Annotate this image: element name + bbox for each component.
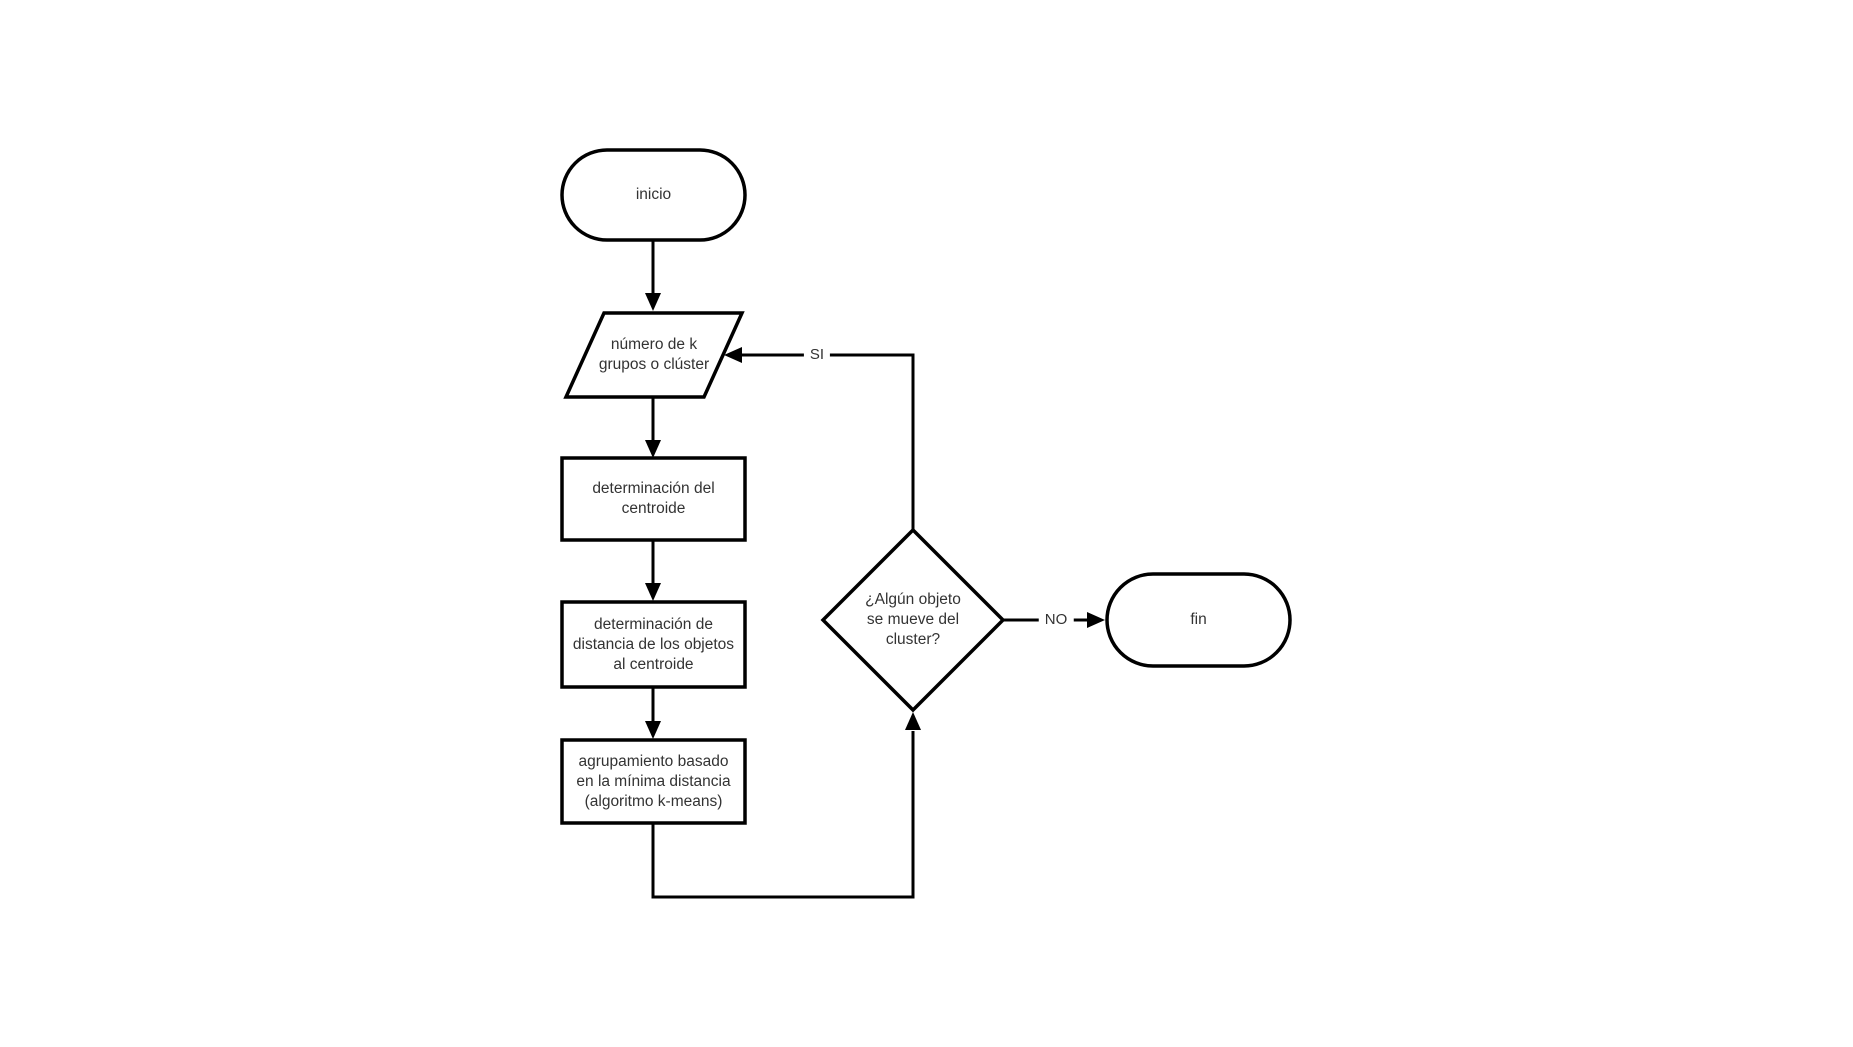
centroid-label: determinación del centroide bbox=[592, 480, 715, 517]
edge-decision-si-to-input bbox=[742, 353, 915, 530]
input-parallelogram-shape bbox=[563, 311, 745, 399]
input-k-label: número de k grupos o clúster bbox=[598, 336, 710, 373]
decision-diamond-shape bbox=[820, 527, 1006, 713]
arrowheads bbox=[645, 293, 1105, 739]
end-terminator-shape bbox=[1105, 572, 1292, 668]
grouping-label: agrupamiento basado en la mínima distanc… bbox=[576, 752, 731, 810]
arrowhead-right-into-end bbox=[1087, 612, 1105, 628]
edge-grouping-to-decision bbox=[651, 731, 915, 899]
edge-label-si: SI bbox=[803, 346, 831, 364]
arrowhead-down-into-grouping bbox=[645, 721, 661, 739]
end-label: fin bbox=[1190, 611, 1207, 628]
centroid-process-shape bbox=[560, 456, 747, 542]
distance-process-shape bbox=[560, 600, 747, 689]
shapes bbox=[560, 148, 1292, 825]
arrowhead-down-into-input bbox=[645, 293, 661, 311]
grouping-process-shape bbox=[560, 738, 747, 825]
arrowhead-up-into-decision bbox=[905, 712, 921, 730]
decision-label: ¿Algún objeto se mueve del cluster? bbox=[865, 591, 961, 648]
edge-label-no: NO bbox=[1038, 611, 1074, 629]
start-label: inicio bbox=[635, 186, 672, 203]
distance-label: determinación de distancia de los objeto… bbox=[572, 615, 735, 673]
start-terminator-shape bbox=[560, 148, 747, 242]
arrowhead-down-into-centroid bbox=[645, 440, 661, 458]
arrowhead-down-into-distance bbox=[645, 583, 661, 601]
arrowhead-left-into-input bbox=[724, 347, 742, 363]
